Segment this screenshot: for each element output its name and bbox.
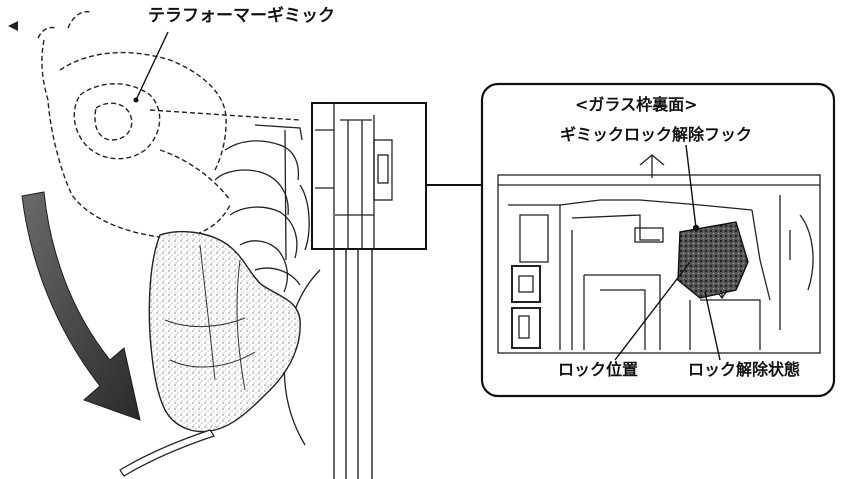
inset-drawing xyxy=(497,154,821,354)
inset-leader-lines xyxy=(614,144,721,361)
gimmick-label: テラフォーマーギミック xyxy=(148,6,335,26)
gimmick-lowered-details xyxy=(164,244,256,391)
triangle-left-icon xyxy=(8,21,18,31)
gimmick-leader-line xyxy=(135,31,169,101)
zoom-box-content xyxy=(315,103,393,249)
inset-title: <ガラス枠裏面> xyxy=(575,95,698,114)
unlock-state-label: ロック解除状態 xyxy=(686,360,803,379)
gimmick-rod xyxy=(119,429,215,477)
zoom-box xyxy=(311,102,427,250)
curved-arrow-icon xyxy=(21,191,141,421)
unlock-hook-shape xyxy=(677,221,749,299)
gimmick-lowered-shape xyxy=(148,230,301,433)
lock-position-label: ロック位置 xyxy=(556,360,641,379)
unlock-hook-label: ギミックロック解除フック xyxy=(558,125,755,144)
